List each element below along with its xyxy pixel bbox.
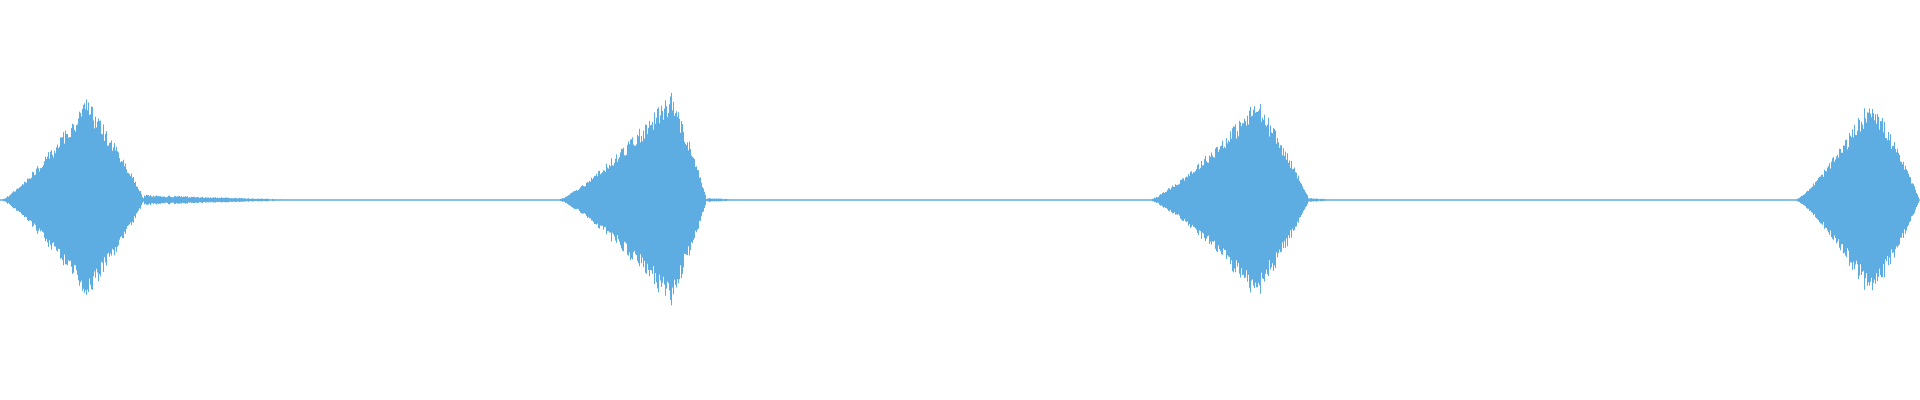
waveform-bars [0, 92, 1920, 306]
waveform-path [0, 92, 1920, 306]
